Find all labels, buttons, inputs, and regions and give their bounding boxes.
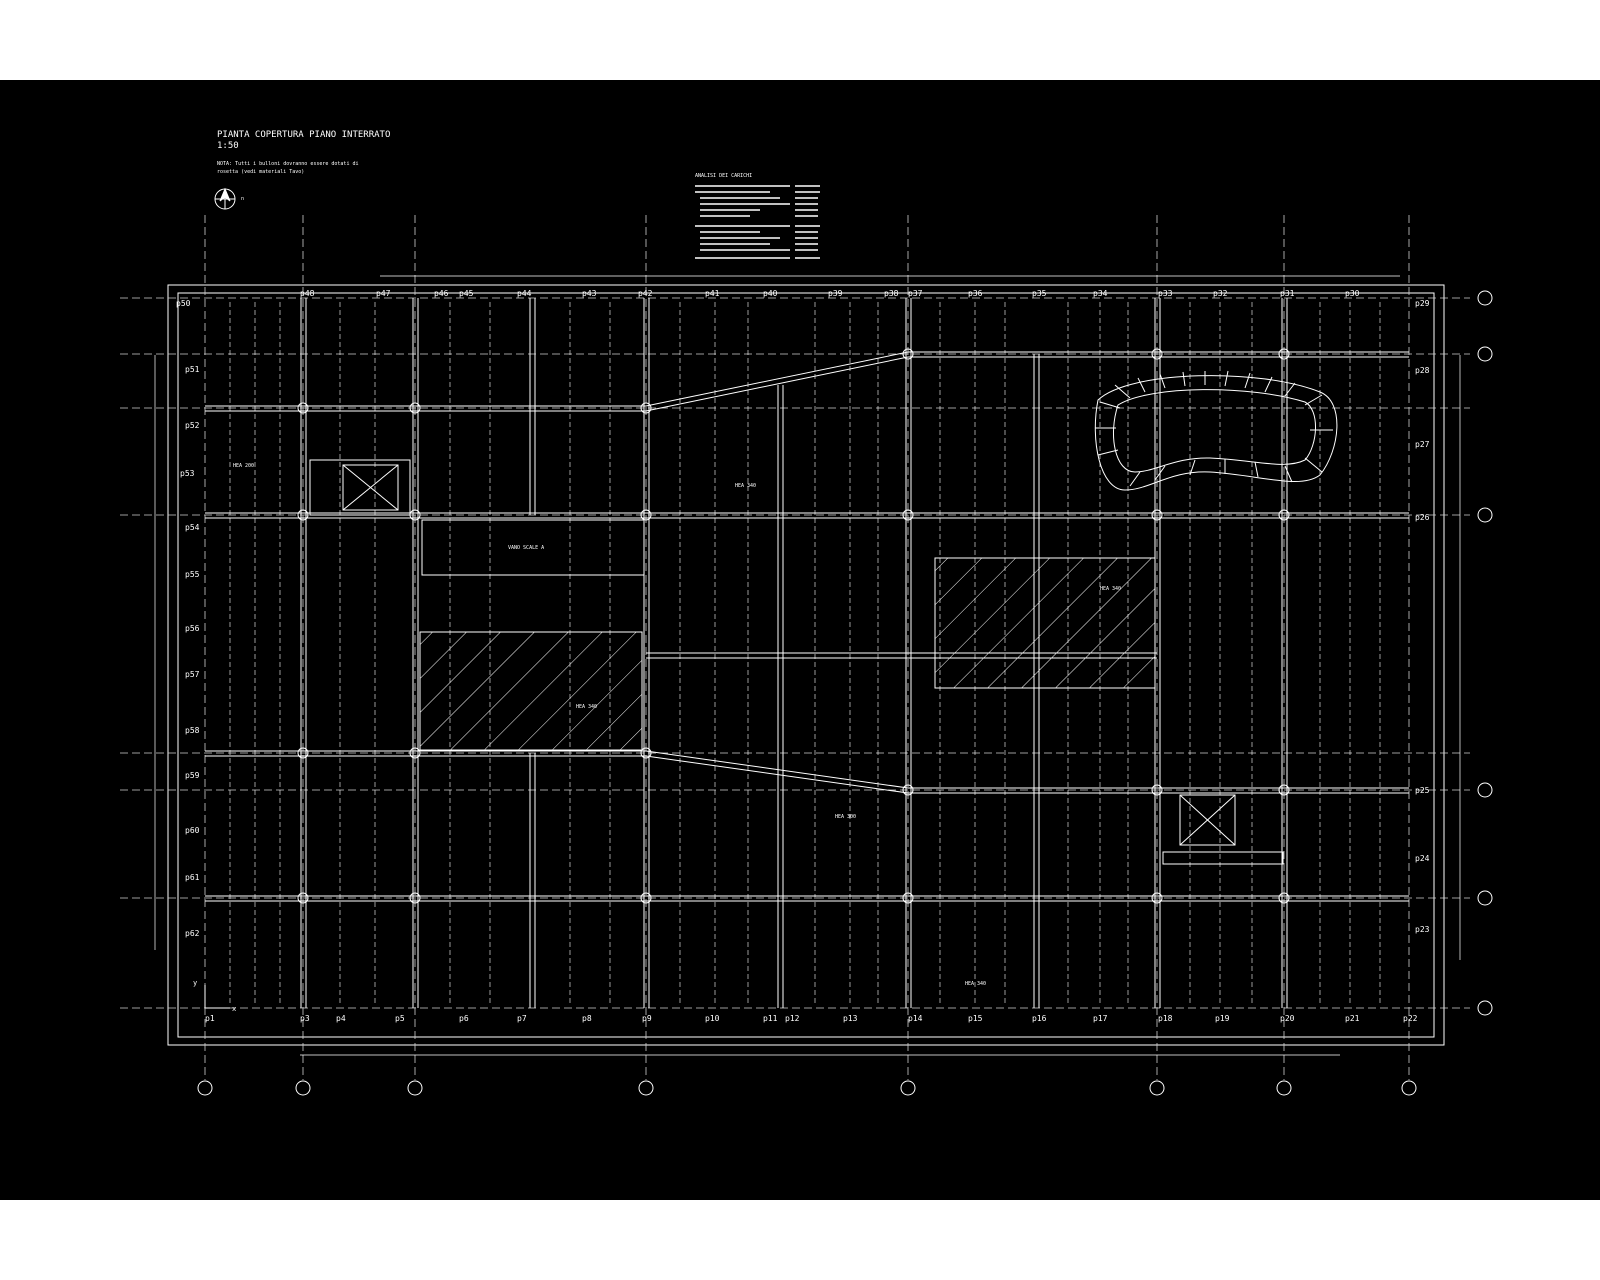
pier-label: p32 xyxy=(1213,289,1228,298)
drawing-note-line1: NOTA: Tutti i bulloni dovranno essere do… xyxy=(217,161,358,167)
room-label-hea-340-d: HEA 340 xyxy=(965,981,986,987)
pier-labels-bottom: p1 p3 p4 p5 p6 p7 p8 p9 p10 p11 p12 p13 … xyxy=(205,1014,1418,1023)
pier-label: p16 xyxy=(1032,1014,1047,1023)
pier-labels-right: p28 p27 p26 p25 p24 p23 xyxy=(1415,366,1430,934)
room-label-hea-300: HEA 300 xyxy=(835,814,856,820)
pier-label: p60 xyxy=(185,826,200,835)
loads-title: ANALISI DEI CARICHI xyxy=(695,173,752,179)
pier-labels-top: p50 p48 p47 p46 p45 p44 p43 p42 p41 p40 … xyxy=(176,289,1430,308)
pier-label: p59 xyxy=(185,771,200,780)
pier-label: p12 xyxy=(785,1014,800,1023)
pier-label: p46 xyxy=(434,289,449,298)
pier-label: p5 xyxy=(395,1014,405,1023)
stair-a-box xyxy=(421,519,645,576)
opening-bottom-right xyxy=(1162,794,1284,865)
room-label-hea-340-a: HEA 340 xyxy=(735,483,756,489)
pier-label: p35 xyxy=(1032,289,1047,298)
pier-label: p39 xyxy=(828,289,843,298)
dimension-lines xyxy=(154,275,1461,1056)
drawing-note-line2: rosetta (vedi materiali Tavo) xyxy=(217,169,304,175)
pier-label: p54 xyxy=(185,523,200,532)
pier-label: p56 xyxy=(185,624,200,633)
pier-label: p18 xyxy=(1158,1014,1173,1023)
pier-label: p27 xyxy=(1415,440,1430,449)
pier-label: p4 xyxy=(336,1014,346,1023)
room-label-hea-340-c: HEA 340 xyxy=(576,704,597,710)
pier-label: p14 xyxy=(908,1014,923,1023)
pier-label: p19 xyxy=(1215,1014,1230,1023)
pier-label: p25 xyxy=(1415,786,1430,795)
pier-label: p40 xyxy=(763,289,778,298)
pier-label: p29 xyxy=(1415,299,1430,308)
pier-label: p41 xyxy=(705,289,720,298)
north-arrow-icon xyxy=(214,187,236,210)
pier-label: p33 xyxy=(1158,289,1173,298)
pier-label: p6 xyxy=(459,1014,469,1023)
axis-x-label: x xyxy=(232,1005,236,1013)
pier-label: p31 xyxy=(1280,289,1295,298)
pier-label: p10 xyxy=(705,1014,720,1023)
room-label-hea-200: HEA 200 xyxy=(233,463,254,469)
pier-label: p22 xyxy=(1403,1014,1418,1023)
room-label-stair-a: VANO SCALE A xyxy=(508,545,544,551)
pier-label: p43 xyxy=(582,289,597,298)
drawing-title: PIANTA COPERTURA PIANO INTERRATO xyxy=(217,130,390,140)
opening-top-left xyxy=(309,459,411,516)
floor-plan-drawing: PIANTA COPERTURA PIANO INTERRATO 1:50 NO… xyxy=(120,130,1493,1096)
hatched-area-right xyxy=(934,557,1156,689)
pier-label: p21 xyxy=(1345,1014,1360,1023)
pier-label: p17 xyxy=(1093,1014,1108,1023)
pier-label: p55 xyxy=(185,570,200,579)
pier-label: p26 xyxy=(1415,513,1430,522)
pier-label: p53 xyxy=(180,469,195,478)
pier-label: p62 xyxy=(185,929,200,938)
hatched-area-left xyxy=(419,631,643,751)
pier-label: p9 xyxy=(642,1014,652,1023)
origin-axes xyxy=(204,985,230,1009)
pier-label: p30 xyxy=(1345,289,1360,298)
pier-label: p47 xyxy=(376,289,391,298)
pier-label: p20 xyxy=(1280,1014,1295,1023)
pier-label: p50 xyxy=(176,299,191,308)
pier-label: p7 xyxy=(517,1014,527,1023)
slab-outline xyxy=(167,284,1445,1046)
grid-lines-horizontal xyxy=(120,297,1470,1009)
pier-label: p15 xyxy=(968,1014,983,1023)
pier-label: p13 xyxy=(843,1014,858,1023)
pier-label: p37 xyxy=(908,289,923,298)
pier-label: p52 xyxy=(185,421,200,430)
axis-y-label: y xyxy=(193,979,197,987)
cad-sheet: PIANTA COPERTURA PIANO INTERRATO 1:50 NO… xyxy=(0,80,1600,1200)
pier-label: p61 xyxy=(185,873,200,882)
north-label: n xyxy=(241,196,244,202)
pier-label: p58 xyxy=(185,726,200,735)
grid-lines-vertical xyxy=(204,215,1410,1080)
room-label-hea-340-b: HEA 340 xyxy=(1100,586,1121,592)
pier-label: p3 xyxy=(300,1014,310,1023)
pier-label: p45 xyxy=(459,289,474,298)
pier-label: p11 xyxy=(763,1014,778,1023)
pier-label: p28 xyxy=(1415,366,1430,375)
loads-table xyxy=(695,185,820,259)
pier-label: p36 xyxy=(968,289,983,298)
spiral-stair xyxy=(1094,370,1338,491)
pier-label: p24 xyxy=(1415,854,1430,863)
pier-label: p38 xyxy=(884,289,899,298)
pier-label: p51 xyxy=(185,365,200,374)
drawing-scale: 1:50 xyxy=(217,141,239,151)
secondary-joists xyxy=(229,302,1381,1005)
pier-label: p23 xyxy=(1415,925,1430,934)
pier-label: p57 xyxy=(185,670,200,679)
main-beams xyxy=(205,298,1409,1008)
pier-labels-left: p51 p52 p53 p54 p55 p56 p57 p58 p59 p60 … xyxy=(180,365,200,938)
column-nodes xyxy=(297,348,1290,904)
axis-bubbles xyxy=(197,290,1493,1096)
pier-label: p34 xyxy=(1093,289,1108,298)
pier-label: p44 xyxy=(517,289,532,298)
pier-label: p8 xyxy=(582,1014,592,1023)
pier-label: p42 xyxy=(638,289,653,298)
pier-label: p1 xyxy=(205,1014,215,1023)
pier-label: p48 xyxy=(300,289,315,298)
